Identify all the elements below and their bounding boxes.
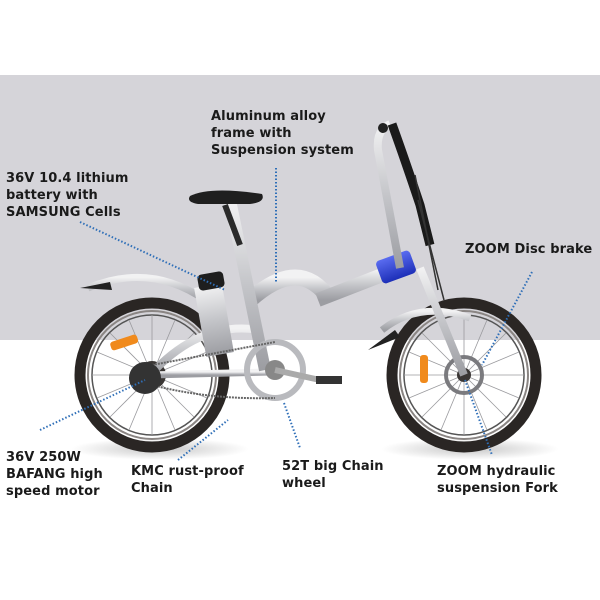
annotation-leader-lines [39, 168, 533, 461]
drivetrain [129, 339, 342, 401]
annotation-motor: 36V 250W BAFANG high speed motor [6, 450, 103, 499]
rear-reflector-icon [110, 334, 139, 351]
annotation-battery: 36V 10.4 lithium battery with SAMSUNG Ce… [6, 171, 129, 220]
gray-backdrop [0, 75, 600, 340]
leader-chain [177, 419, 229, 461]
annotation-fork: ZOOM hydraulic suspension Fork [437, 464, 558, 496]
leader-disc-brake [481, 271, 533, 366]
stem-handlebar [373, 120, 445, 301]
suspension-fork [416, 266, 468, 377]
pedal [316, 376, 342, 384]
front-fender [379, 307, 472, 333]
rear-mudflap [80, 282, 112, 290]
rear-fender [86, 273, 207, 303]
annotation-chainwheel: 52T big Chain wheel [282, 459, 384, 491]
annotation-chain: KMC rust-proof Chain [131, 464, 244, 496]
leader-battery [79, 221, 226, 291]
annotation-disc-brake: ZOOM Disc brake [465, 242, 593, 257]
rear-hub-motor [129, 362, 161, 394]
battery-pack [194, 271, 234, 357]
leader-fork [464, 379, 493, 456]
leader-chainwheel [283, 402, 301, 449]
front-reflector-icon [420, 355, 428, 383]
annotation-frame: Aluminum alloy frame with Suspension sys… [211, 109, 354, 158]
disc-rotor [444, 355, 484, 395]
saddle [189, 190, 263, 247]
front-mudflap [368, 330, 400, 350]
